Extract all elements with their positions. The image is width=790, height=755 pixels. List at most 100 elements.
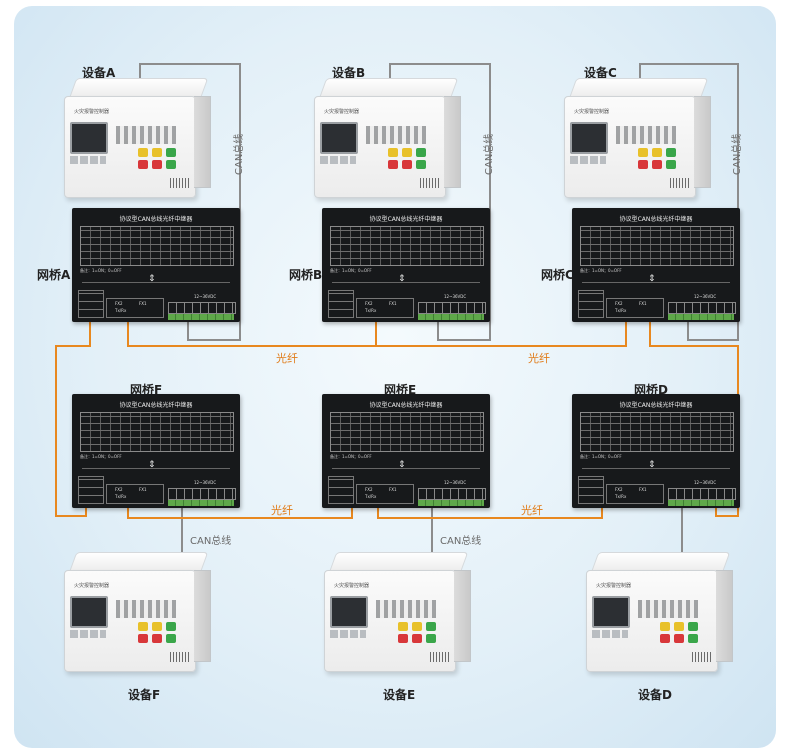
fiber-port-label: FX1 bbox=[139, 487, 147, 492]
bridge-title: 协议型CAN总线光纤中继器 bbox=[369, 402, 443, 409]
fiber-line-ring-upper bbox=[127, 320, 377, 347]
device-indicator-keys bbox=[376, 600, 436, 618]
bridge-divider bbox=[332, 468, 480, 469]
bridge-voltage: 12~36VDC bbox=[194, 480, 217, 485]
bridge-terminal-connector bbox=[168, 500, 234, 506]
device-screen bbox=[320, 122, 358, 154]
bridge-dip-table bbox=[330, 226, 484, 266]
bridge-note: 备注：1=ON；0=OFF bbox=[80, 268, 122, 273]
device-soft-keys bbox=[320, 156, 356, 164]
bridge-terminal-block bbox=[168, 302, 236, 314]
bridge-fiber-ports: FX2 FX1 Tx/Rx bbox=[106, 484, 164, 504]
device-label-b: 设备B bbox=[332, 66, 366, 80]
bridge-note: 备注：1=ON；0=OFF bbox=[80, 454, 122, 459]
bridge-dip-table bbox=[80, 226, 234, 266]
bridge-arrow-icon: ⇕ bbox=[648, 460, 656, 470]
device-brand: 火灾报警控制器 bbox=[334, 583, 370, 589]
bridge-dip-table bbox=[580, 226, 734, 266]
bridge-module-f: 协议型CAN总线光纤中继器 备注：1=ON；0=OFF ⇕ FX2 FX1 Tx… bbox=[72, 394, 240, 508]
device-soft-keys bbox=[70, 156, 106, 164]
fiber-port-sub: Tx/Rx bbox=[365, 308, 377, 313]
bridge-terminal-connector bbox=[418, 314, 484, 320]
bridge-voltage: 12~36VDC bbox=[444, 480, 467, 485]
bridge-title: 协议型CAN总线光纤中继器 bbox=[369, 216, 443, 223]
fiber-port-sub: Tx/Rx bbox=[115, 308, 127, 313]
device-vent bbox=[430, 652, 450, 662]
bridge-divider bbox=[332, 282, 480, 283]
bridge-terminal-connector bbox=[668, 500, 734, 506]
device-vent bbox=[692, 652, 712, 662]
can-label-c: CAN总线 bbox=[732, 133, 743, 175]
device-color-buttons bbox=[398, 622, 450, 646]
bridge-fiber-ports: FX2 FX1 Tx/Rx bbox=[606, 484, 664, 504]
controller-device-a: 火灾报警控制器 bbox=[64, 78, 212, 198]
bridge-terminal-block bbox=[668, 302, 736, 314]
bridge-divider bbox=[582, 282, 730, 283]
bridge-arrow-icon: ⇕ bbox=[648, 274, 656, 284]
device-side-panel bbox=[444, 96, 461, 188]
fiber-line-lower-1 bbox=[127, 505, 353, 519]
can-label-f: CAN总线 bbox=[190, 536, 232, 547]
bridge-arrow-icon: ⇕ bbox=[398, 460, 406, 470]
bridge-voltage: 12~36VDC bbox=[444, 294, 467, 299]
bridge-led-panel bbox=[578, 476, 604, 504]
device-brand: 火灾报警控制器 bbox=[324, 109, 360, 115]
device-indicator-keys bbox=[116, 600, 176, 618]
bridge-voltage: 12~36VDC bbox=[694, 480, 717, 485]
bridge-led-panel bbox=[328, 290, 354, 318]
device-color-buttons bbox=[638, 148, 690, 172]
device-vent bbox=[420, 178, 440, 188]
bridge-led-panel bbox=[328, 476, 354, 504]
fiber-label-4: 光纤 bbox=[521, 504, 543, 517]
device-screen bbox=[592, 596, 630, 628]
device-side-panel bbox=[716, 570, 733, 662]
controller-device-b: 火灾报警控制器 bbox=[314, 78, 462, 198]
device-soft-keys bbox=[570, 156, 606, 164]
bridge-voltage: 12~36VDC bbox=[194, 294, 217, 299]
device-side-panel bbox=[194, 570, 211, 662]
device-screen bbox=[570, 122, 608, 154]
device-indicator-keys bbox=[638, 600, 698, 618]
bridge-module-e: 协议型CAN总线光纤中继器 备注：1=ON；0=OFF ⇕ FX2 FX1 Tx… bbox=[322, 394, 490, 508]
device-brand: 火灾报警控制器 bbox=[74, 583, 110, 589]
bridge-led-panel bbox=[78, 290, 104, 318]
bridge-dip-table bbox=[330, 412, 484, 452]
device-color-buttons bbox=[388, 148, 440, 172]
bridge-module-a: 协议型CAN总线光纤中继器 备注：1=ON；0=OFF ⇕ FX2 FX1 Tx… bbox=[72, 208, 240, 322]
device-screen bbox=[70, 596, 108, 628]
bridge-note: 备注：1=ON；0=OFF bbox=[330, 268, 372, 273]
bridge-label-e: 网桥E bbox=[384, 383, 417, 397]
bridge-module-c: 协议型CAN总线光纤中继器 备注：1=ON；0=OFF ⇕ FX2 FX1 Tx… bbox=[572, 208, 740, 322]
fiber-port-label: FX2 bbox=[615, 301, 623, 306]
fiber-port-label: FX1 bbox=[389, 487, 397, 492]
device-side-panel bbox=[454, 570, 471, 662]
bridge-fiber-ports: FX2 FX1 Tx/Rx bbox=[356, 484, 414, 504]
can-bus-line-a bbox=[139, 63, 241, 341]
bridge-led-panel bbox=[578, 290, 604, 318]
device-vent bbox=[170, 178, 190, 188]
bridge-title: 协议型CAN总线光纤中继器 bbox=[119, 216, 193, 223]
fiber-port-sub: Tx/Rx bbox=[115, 494, 127, 499]
bridge-terminal-block bbox=[418, 302, 486, 314]
device-vent bbox=[170, 652, 190, 662]
bridge-label-a: 网桥A bbox=[37, 268, 71, 282]
can-label-e: CAN总线 bbox=[440, 536, 482, 547]
device-soft-keys bbox=[330, 630, 366, 638]
device-label-a: 设备A bbox=[82, 66, 116, 80]
device-soft-keys bbox=[592, 630, 628, 638]
bridge-label-b: 网桥B bbox=[289, 268, 323, 282]
fiber-port-label: FX2 bbox=[115, 301, 123, 306]
fiber-port-label: FX1 bbox=[639, 487, 647, 492]
device-color-buttons bbox=[138, 148, 190, 172]
fiber-port-label: FX2 bbox=[365, 301, 373, 306]
device-vent bbox=[670, 178, 690, 188]
bridge-title: 协议型CAN总线光纤中继器 bbox=[119, 402, 193, 409]
bridge-label-f: 网桥F bbox=[130, 383, 163, 397]
bridge-terminal-connector bbox=[168, 314, 234, 320]
device-label-d: 设备D bbox=[638, 688, 672, 702]
device-color-buttons bbox=[660, 622, 712, 646]
device-indicator-keys bbox=[366, 126, 426, 144]
fiber-port-label: FX1 bbox=[139, 301, 147, 306]
bridge-label-c: 网桥C bbox=[541, 268, 574, 282]
bridge-label-d: 网桥D bbox=[634, 383, 668, 397]
